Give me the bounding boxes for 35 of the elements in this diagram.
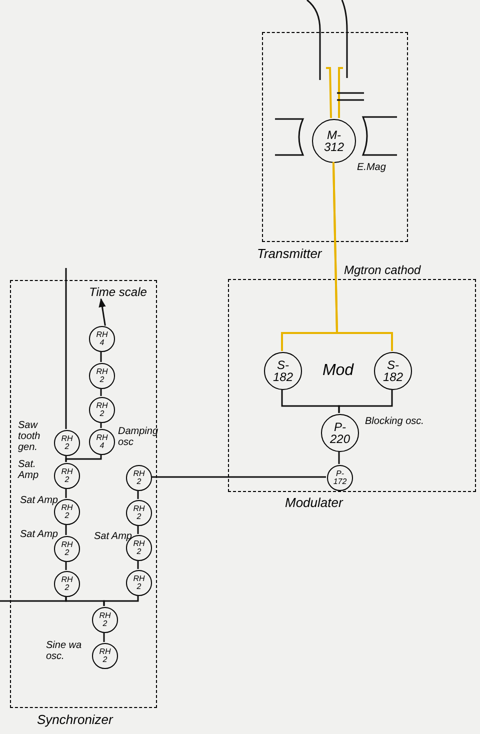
wire — [332, 162, 393, 351]
wire — [103, 632, 105, 642]
wire — [65, 488, 67, 498]
wire — [137, 560, 139, 569]
wire — [65, 561, 67, 570]
wire — [100, 422, 102, 428]
wire — [103, 595, 139, 606]
wire — [0, 596, 67, 602]
component-caption: Damping osc — [118, 426, 158, 448]
wire — [100, 351, 102, 362]
component-caption: Sine wa osc. — [46, 640, 83, 662]
unit-title: Synchronizer — [37, 711, 113, 729]
wire — [338, 451, 340, 464]
wire — [65, 454, 102, 462]
unit-title: Modulater — [285, 494, 343, 512]
wire — [338, 389, 393, 413]
wire — [100, 388, 102, 396]
wire — [65, 455, 67, 462]
component-caption: Sat. Amp — [18, 459, 40, 481]
wire — [137, 525, 139, 534]
signal-label: Time scale — [83, 284, 153, 300]
component-caption: Sat Amp — [94, 531, 133, 542]
component-caption: Sat Amp — [20, 495, 59, 506]
component-caption: Saw tooth gen. — [18, 420, 42, 453]
signal-label: Mgtron cathod — [344, 262, 421, 279]
circuit-label: Mod — [315, 360, 361, 382]
wire — [65, 268, 67, 429]
unit-title: Transmitter — [257, 245, 322, 263]
component-caption: Sat Amp — [20, 529, 59, 540]
component-caption: E.Mag — [357, 162, 387, 173]
component-caption: Blocking osc. — [365, 416, 425, 427]
wire — [137, 490, 139, 499]
arrow — [98, 298, 106, 326]
wire — [65, 524, 67, 535]
wire — [151, 476, 326, 478]
